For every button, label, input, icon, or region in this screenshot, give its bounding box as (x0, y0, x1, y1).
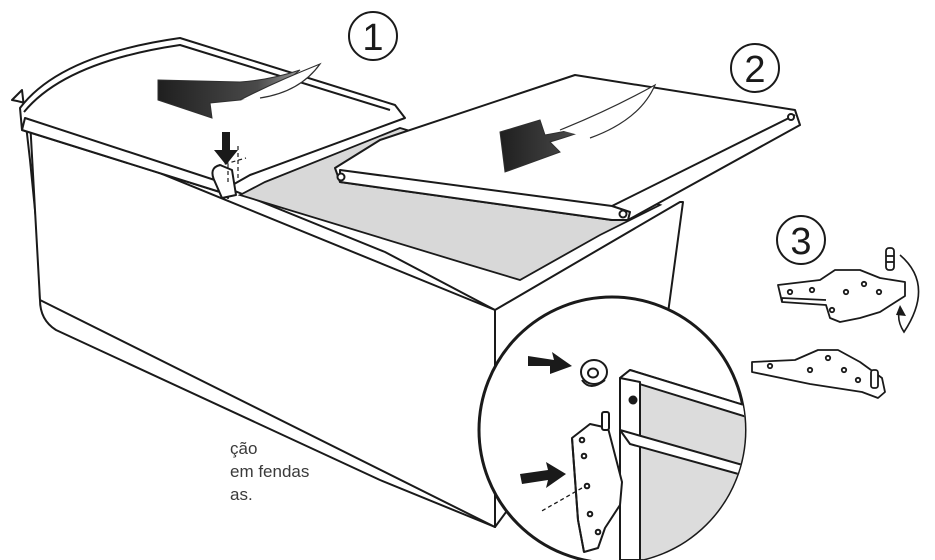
step-2-label: 2 (730, 43, 780, 93)
svg-text:1: 1 (362, 17, 383, 59)
caption-line-1: ção (230, 439, 258, 458)
svg-text:2: 2 (744, 49, 765, 91)
svg-text:3: 3 (790, 221, 811, 263)
motion-arrow-lid-1 (157, 62, 322, 119)
step-3-label: 3 (776, 215, 826, 265)
zoom-detail (477, 295, 747, 560)
hinge-bracket-lower (751, 349, 886, 399)
pin-insert-arrow (897, 254, 920, 334)
caption-line-3: as. (230, 485, 253, 504)
down-arrow-icon (214, 132, 238, 165)
step-1-label: 1 (348, 11, 398, 61)
hinge-bracket-upper (777, 269, 906, 323)
hinge-guide-lines (217, 146, 247, 182)
motion-arrow-lid-2 (499, 83, 657, 173)
lid-1 (19, 37, 406, 199)
bushing-arrow-icon (528, 352, 572, 374)
instruction-caption: ção em fendas as. (230, 437, 309, 506)
caption-line-2: em fendas (230, 462, 310, 481)
hinge-pin (885, 247, 895, 271)
lid-2 (334, 74, 801, 221)
plate-arrow-icon (520, 462, 566, 488)
